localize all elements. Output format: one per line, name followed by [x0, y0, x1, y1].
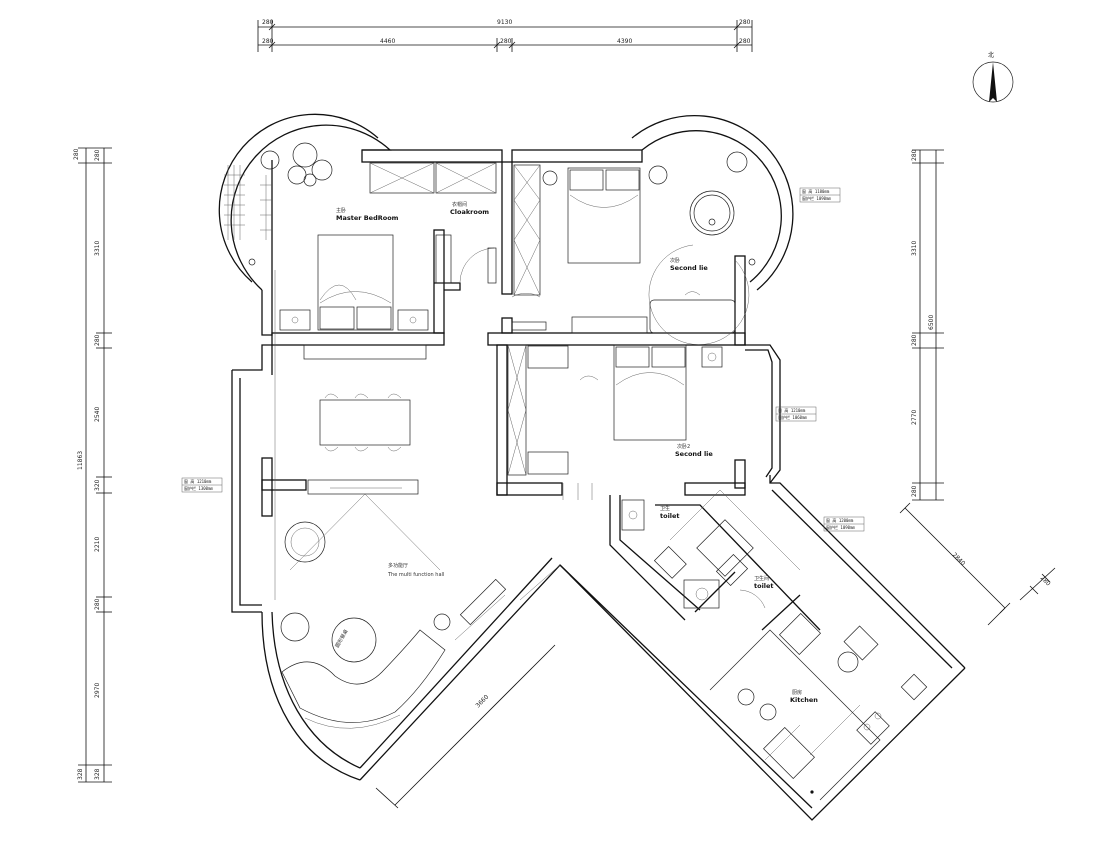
- dim-left-inner-1: 280: [94, 149, 101, 161]
- second-bedroom-label: Second lie: [670, 264, 708, 272]
- cloakroom-cn: 衣帽间: [452, 201, 467, 208]
- window-tag-2: 窗 高 1210mm 窗护栏 1060mm: [775, 406, 817, 422]
- dim-right-2: 3310: [911, 241, 918, 256]
- dim-left-top: 280: [73, 148, 80, 160]
- window-tag-2-height: 窗 高 1210mm: [778, 407, 806, 413]
- cloakroom-label: Cloakroom: [450, 208, 489, 216]
- window-tag-4: 窗 高 1200mm 窗护栏 1090mm: [823, 516, 865, 532]
- north-compass-icon: 北: [972, 51, 1014, 103]
- window-tag-3-rail: 窗护栏 1300mm: [184, 485, 213, 491]
- master-bedroom-cn: 主卧: [336, 207, 346, 214]
- dim-left-inner-7: 280: [94, 598, 101, 610]
- dim-diag-right: 2840: [951, 551, 967, 567]
- dim-left-inner-4: 2540: [94, 407, 101, 422]
- master-bedroom-label: Master BedRoom: [336, 214, 399, 222]
- left-dimension-chain: 280 11863 328 280 3310 280 2540 320 2210…: [73, 147, 112, 783]
- second-bedroom-cn: 次卧: [670, 257, 680, 264]
- kitchen-fixtures: [709, 612, 928, 801]
- second-bedroom-2-cn: 次卧2: [677, 443, 690, 450]
- window-tag-1-height: 窗 高 1180mm: [802, 188, 830, 194]
- dim-right-1: 280: [911, 149, 918, 161]
- second-bedroom-2-furniture: [507, 344, 723, 500]
- dim-top-seg-right: 280: [739, 38, 751, 45]
- dim-left-inner-9: 328: [94, 768, 101, 780]
- exterior-walls: [218, 113, 966, 821]
- dim-left-inner-6: 2210: [94, 537, 101, 552]
- dim-left-bottom: 328: [77, 768, 84, 780]
- window-tag-3-height: 窗 高 1210mm: [184, 478, 212, 484]
- dim-left-inner-2: 3310: [94, 241, 101, 256]
- dim-top-seg-1: 4460: [380, 38, 395, 45]
- dim-top-right-offset: 280: [739, 19, 751, 26]
- dim-right-total: 6500: [928, 315, 935, 330]
- toilet-2-cn: 卫生间: [754, 575, 769, 582]
- toilet-2-label: toilet: [754, 582, 774, 590]
- dim-top-seg-left: 280: [262, 38, 274, 45]
- top-dimension-chain: 280 9130 280 280 4460 280 4390 280: [257, 19, 753, 52]
- dim-diag-bottom: 3660: [474, 694, 490, 710]
- toilet-1-label: toilet: [660, 512, 680, 520]
- hall-label: The multi function hall: [387, 572, 444, 578]
- round-table-label: 圆形餐桌: [334, 628, 350, 649]
- second-bedroom-2-label: Second lie: [675, 450, 713, 458]
- window-tag-4-rail: 窗护栏 1090mm: [826, 524, 855, 530]
- living-hall-furniture: [274, 270, 561, 729]
- toilet-fixtures: [621, 489, 801, 609]
- dim-right-4: 2770: [911, 410, 918, 425]
- window-tag-1-rail: 窗护栏 1090mm: [802, 195, 831, 201]
- dim-left-total: 11863: [77, 451, 84, 470]
- dim-top-total: 9130: [497, 19, 512, 26]
- hall-cn: 多功能厅: [388, 562, 408, 569]
- dim-left-inner-3: 280: [94, 334, 101, 346]
- compass-label: 北: [988, 51, 994, 59]
- right-dimension-chain: 280 3310 280 2770 280 6500: [911, 149, 944, 501]
- dim-top-left-offset: 280: [262, 19, 274, 26]
- dim-right-3: 280: [911, 334, 918, 346]
- dim-left-inner-8: 2970: [94, 683, 101, 698]
- dim-top-seg-mid: 280: [500, 38, 512, 45]
- interior-walls: [261, 161, 821, 631]
- kitchen-label: Kitchen: [790, 696, 818, 704]
- master-bedroom-furniture: [224, 142, 497, 360]
- window-tag-2-rail: 窗护栏 1060mm: [778, 414, 807, 420]
- room-labels: 主卧 Master BedRoom 衣帽间 Cloakroom 次卧 Secon…: [334, 201, 819, 704]
- dim-diag-right-small: 280: [1039, 574, 1052, 587]
- dim-left-inner-5: 320: [94, 479, 101, 491]
- window-tag-4-height: 窗 高 1200mm: [826, 517, 854, 523]
- window-tag-1: 窗 高 1180mm 窗护栏 1090mm: [799, 187, 841, 203]
- dim-top-seg-2: 4390: [617, 38, 632, 45]
- second-bedroom-furniture: [511, 151, 756, 345]
- window-tag-3: 窗 高 1210mm 窗护栏 1300mm: [181, 477, 223, 493]
- dim-right-5: 280: [911, 485, 918, 497]
- kitchen-cn: 厨房: [792, 689, 802, 696]
- toilet-1-cn: 卫生: [660, 505, 670, 512]
